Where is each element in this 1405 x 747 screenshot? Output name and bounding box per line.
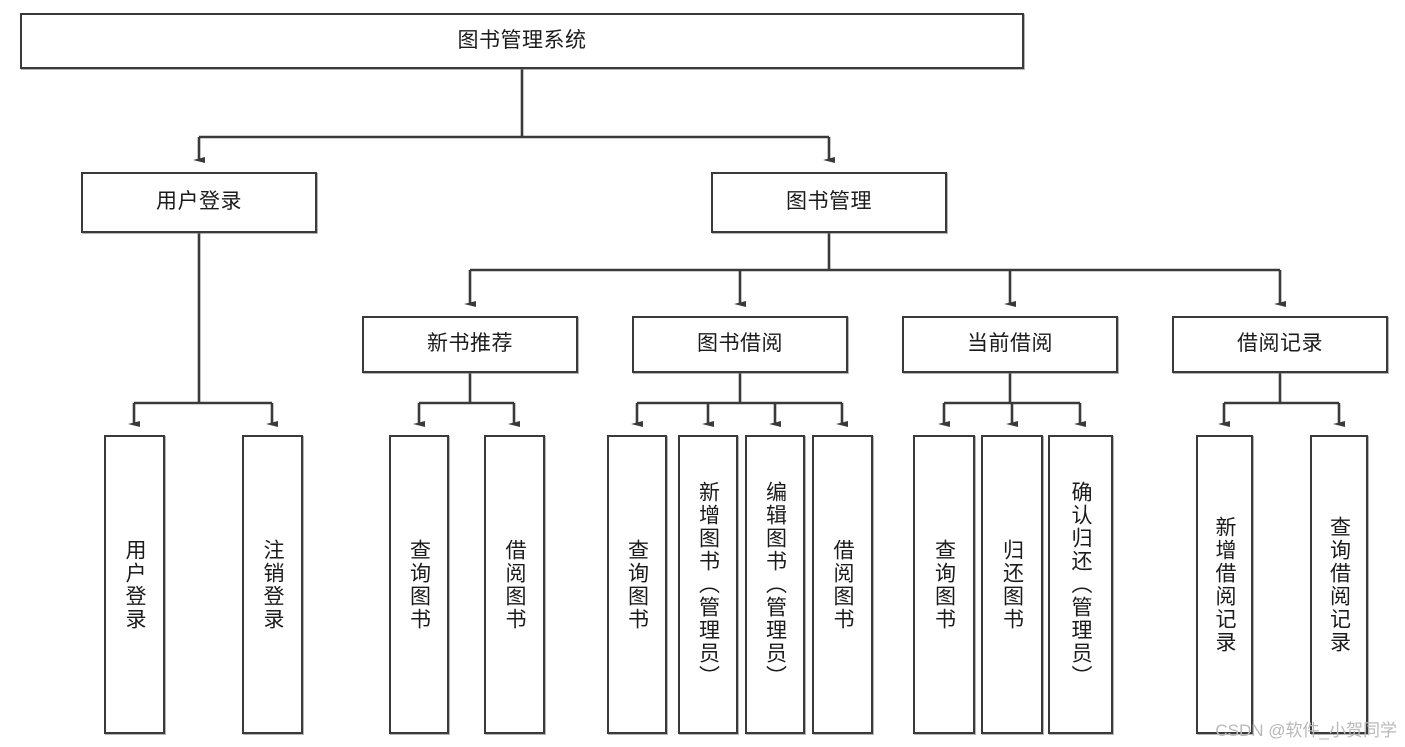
node-label: 用户登录 [123, 538, 146, 631]
edges-book-borrow-children [631, 373, 848, 427]
leaf-add-book-admin[interactable]: 新增图书（管理员） [678, 435, 738, 734]
node-new-book-recommendation[interactable]: 新书推荐 [362, 316, 578, 373]
leaf-query-book-new-rec[interactable]: 查询图书 [389, 435, 449, 734]
node-book-management-system[interactable]: 图书管理系统 [20, 13, 1024, 69]
node-label: 新增图书（管理员） [696, 481, 720, 688]
node-label: 查询图书 [407, 538, 431, 631]
node-label: 图书管理系统 [457, 28, 587, 52]
leaf-return-book[interactable]: 归还图书 [981, 435, 1043, 734]
edges-book-manage-children [464, 233, 1286, 307]
leaf-borrow-book-new-rec[interactable]: 借阅图书 [484, 435, 545, 734]
edges-user-login-children [128, 233, 278, 427]
edges-current-borrow-children [938, 373, 1086, 427]
node-label: 新增借阅记录 [1213, 515, 1236, 654]
node-label: 用户登录 [156, 190, 242, 214]
node-current-borrow[interactable]: 当前借阅 [902, 316, 1118, 373]
node-label: 当前借阅 [967, 332, 1053, 356]
watermark: CSDN @软件_小贺同学 [1215, 721, 1397, 740]
node-borrow-record[interactable]: 借阅记录 [1172, 316, 1388, 373]
node-label: 编辑图书（管理员） [763, 481, 787, 688]
leaf-user-login[interactable]: 用户登录 [104, 435, 165, 734]
leaf-edit-book-admin[interactable]: 编辑图书（管理员） [745, 435, 805, 734]
node-label: 图书管理 [786, 190, 872, 214]
node-label: 归还图书 [1000, 538, 1024, 631]
node-label: 借阅图书 [503, 538, 526, 631]
node-label: 新书推荐 [427, 332, 513, 356]
node-book-management[interactable]: 图书管理 [711, 172, 947, 233]
leaf-query-book-borrow[interactable]: 查询图书 [607, 435, 667, 734]
node-label: 注销登录 [261, 538, 284, 631]
node-label: 查询借阅记录 [1327, 515, 1351, 654]
edges-root-to-level2 [193, 69, 835, 163]
node-label: 确认归还（管理员） [1069, 481, 1092, 688]
leaf-query-borrow-record[interactable]: 查询借阅记录 [1310, 435, 1368, 734]
node-label: 查询图书 [932, 538, 956, 631]
leaf-query-book-current[interactable]: 查询图书 [913, 435, 975, 734]
leaf-confirm-return-admin[interactable]: 确认归还（管理员） [1048, 435, 1113, 734]
node-label: 图书借阅 [697, 332, 783, 356]
node-book-borrow[interactable]: 图书借阅 [632, 316, 848, 373]
node-label: 借阅记录 [1237, 332, 1323, 356]
leaf-borrow-book[interactable]: 借阅图书 [812, 435, 873, 734]
edges-new-book-rec-children [413, 373, 520, 427]
leaf-logout[interactable]: 注销登录 [242, 435, 303, 734]
edges-borrow-record-children [1218, 373, 1345, 427]
node-label: 查询图书 [625, 538, 649, 631]
leaf-add-borrow-record[interactable]: 新增借阅记录 [1196, 435, 1253, 734]
node-user-login[interactable]: 用户登录 [81, 172, 317, 233]
node-label: 借阅图书 [831, 538, 854, 631]
